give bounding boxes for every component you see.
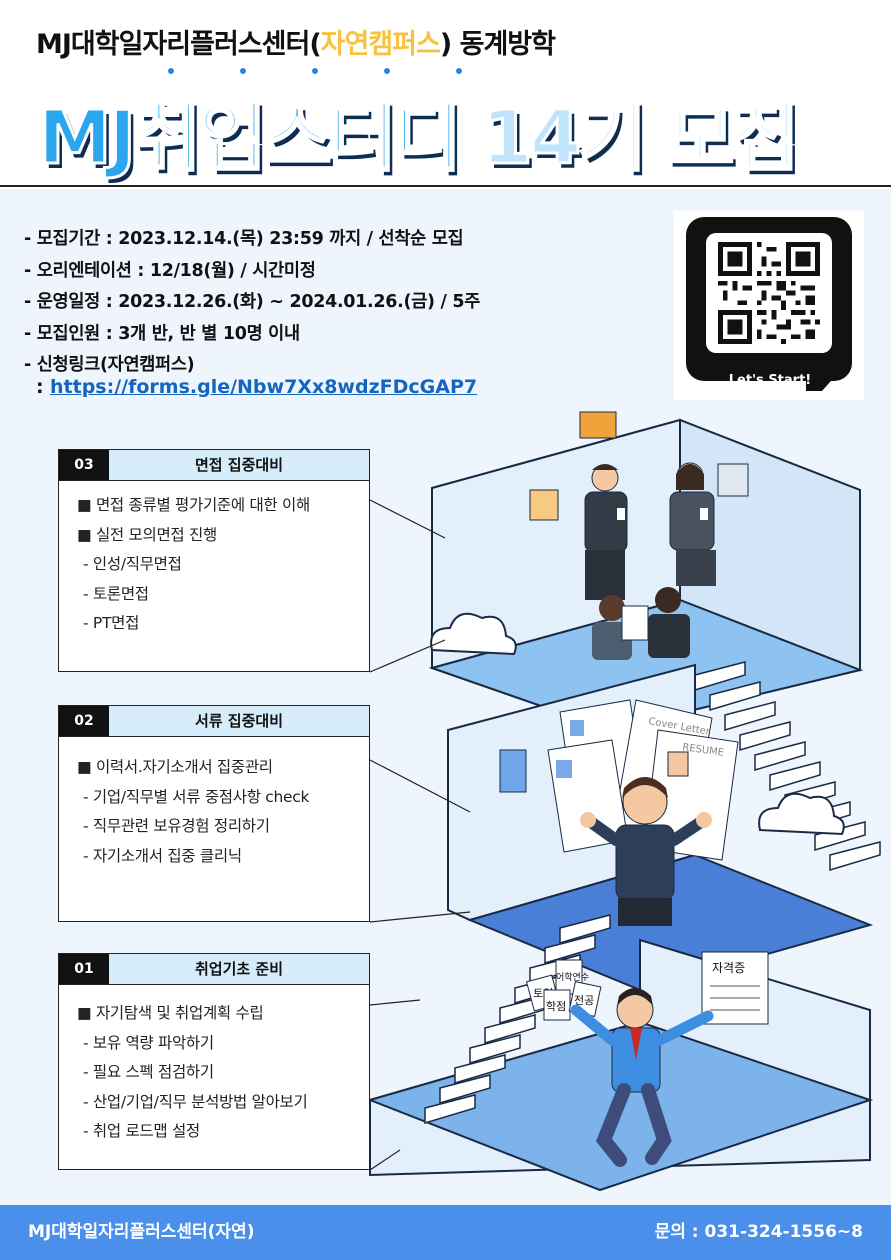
section-number: 02 [59, 706, 109, 736]
info-link-label: - 신청링크(자연캠퍼스) [24, 355, 195, 375]
header-subtitle: MJ대학일자리플러스센터(자연캠퍼스) 동계방학 [36, 22, 556, 61]
section-header: 03 면접 집중대비 [58, 449, 370, 481]
recruitment-info: - 모집기간 : 2023.12.14.(목) 23:59 까지 / 선착순 모… [24, 224, 480, 382]
interviewer-female [669, 462, 716, 586]
subtitle-pre: MJ대학일자리플러스센터( [36, 29, 322, 60]
certificate-text: 자격증 [712, 961, 745, 975]
dot [312, 68, 318, 74]
title-number: 14기 모집 [480, 94, 801, 183]
cloud [430, 612, 517, 656]
link-prefix: : [36, 376, 44, 398]
list-item: - 산업/기업/직무 분석방법 알아보기 [83, 1092, 308, 1111]
section-03: 03 면접 집중대비 ■ 면접 종류별 평가기준에 대한 이해 ■ 실전 모의면… [58, 449, 370, 672]
section-items: ■ 이력서.자기소개서 집중관리 - 기업/직무별 서류 중점사항 check … [59, 737, 369, 871]
dot [384, 68, 390, 74]
section-header: 01 취업기초 준비 [58, 953, 370, 985]
info-orientation: - 오리엔테이션 : 12/18(월) / 시간미정 [24, 260, 316, 281]
dot [456, 68, 462, 74]
list-item: - 필요 스펙 점검하기 [83, 1063, 214, 1082]
section-02: 02 서류 집중대비 ■ 이력서.자기소개서 집중관리 - 기업/직무별 서류 … [58, 705, 370, 922]
applicants [592, 587, 690, 660]
man-jumping [570, 988, 714, 1167]
qr-code[interactable] [718, 241, 820, 345]
section-title: 서류 집중대비 [194, 712, 284, 730]
list-item: - 취업 로드맵 설정 [83, 1122, 200, 1141]
card-gpa: 학점 [546, 1000, 566, 1013]
info-capacity: - 모집인원 : 3개 반, 반 별 10명 이내 [24, 323, 300, 344]
main-title: MJ취업스터디 14기 모집 [36, 78, 801, 185]
list-item: - 보유 역량 파악하기 [83, 1033, 214, 1052]
dot [168, 68, 174, 74]
header: MJ대학일자리플러스센터(자연캠퍼스) 동계방학 MJ취업스터디 14기 모집 [0, 0, 891, 187]
qr-card: Let's Start! [674, 211, 864, 400]
qr-bubble-tail [806, 373, 838, 391]
section-title: 면접 집중대비 [194, 456, 284, 474]
qr-label: Let's Start! [728, 373, 812, 388]
info-schedule: - 운영일정 : 2023.12.26.(화) ~ 2024.01.26.(금)… [24, 292, 481, 312]
list-item: - 인성/직무면접 [83, 555, 182, 574]
man-with-resume [580, 777, 712, 926]
footer-contact: 문의 : 031-324-1556~8 [654, 1222, 863, 1242]
footer-organization: MJ대학일자리플러스센터(자연) [28, 1222, 255, 1242]
list-item: - 직무관련 보유경험 정리하기 [83, 817, 270, 836]
subtitle-highlight: 자연캠퍼스 [320, 29, 441, 60]
list-item: - 자기소개서 집중 클리닉 [83, 846, 242, 865]
subtitle-post: ) 동계방학 [439, 29, 556, 60]
section-01: 01 취업기초 준비 ■ 자기탐색 및 취업계획 수립 - 보유 역량 파악하기… [58, 953, 370, 1170]
section-header: 02 서류 집중대비 [58, 705, 370, 737]
spec-cards: 토익 어학연수 학점 전공 [525, 959, 602, 1021]
title-main: MJ취업스터디 [36, 94, 482, 183]
interview-room [428, 411, 864, 732]
certificate: 자격증 [701, 951, 769, 1025]
footer: MJ대학일자리플러스센터(자연) 문의 : 031-324-1556~8 [0, 1205, 891, 1260]
card-language: 어학연수 [556, 972, 589, 983]
section-number: 01 [59, 954, 109, 984]
list-item: - 기업/직무별 서류 중점사항 check [83, 787, 310, 806]
application-link[interactable]: https://forms.gle/Nbw7Xx8wdzFDcGAP7 [50, 376, 478, 398]
section-title: 취업기초 준비 [194, 960, 284, 978]
dot [240, 68, 246, 74]
list-item: ■ 자기탐색 및 취업계획 수립 [77, 1004, 264, 1022]
section-number: 03 [59, 450, 109, 480]
section-items: ■ 자기탐색 및 취업계획 수립 - 보유 역량 파악하기 - 필요 스펙 점검… [59, 985, 369, 1147]
interviewer-male [584, 464, 628, 600]
list-item: ■ 이력서.자기소개서 집중관리 [77, 758, 273, 776]
section-items: ■ 면접 종류별 평가기준에 대한 이해 ■ 실전 모의면접 진행 - 인성/직… [59, 481, 369, 639]
list-item: - 토론면접 [83, 584, 149, 603]
card-major: 전공 [574, 994, 594, 1007]
building-illustration: Cover Letter RESUME 토익 어학연 [366, 411, 881, 1192]
cloud [758, 792, 845, 836]
decorative-dots [0, 68, 891, 76]
info-period: - 모집기간 : 2023.12.14.(목) 23:59 까지 / 선착순 모… [24, 229, 464, 249]
list-item: ■ 면접 종류별 평가기준에 대한 이해 [77, 496, 310, 514]
list-item: - PT면접 [83, 614, 140, 633]
list-item: ■ 실전 모의면접 진행 [77, 525, 217, 544]
